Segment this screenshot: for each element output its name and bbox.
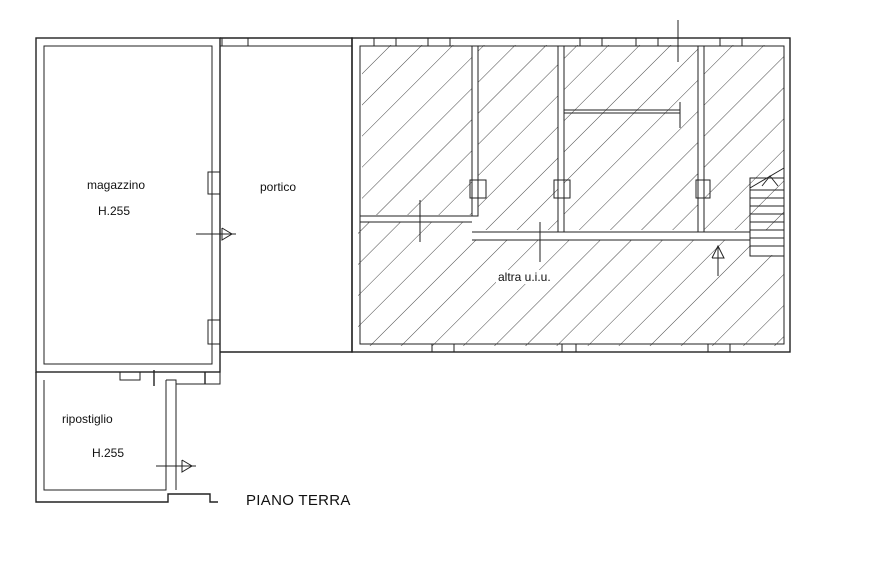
hatched-area — [358, 45, 784, 346]
room-name-portico: portico — [260, 180, 297, 194]
room-height-magazzino: H.255 — [98, 204, 131, 218]
interior-walls — [360, 20, 750, 262]
room-name-magazzino: magazzino — [87, 178, 146, 192]
staircase — [749, 167, 785, 257]
wall-piers — [119, 37, 743, 381]
floor-title: PIANO TERRA — [246, 492, 351, 509]
room-name-altra: altra u.i.u. — [496, 270, 553, 284]
entrance-arrows — [153, 227, 725, 473]
room-name-ripostiglio: ripostiglio — [62, 412, 113, 426]
room-height-ripostiglio: H.255 — [92, 446, 125, 460]
